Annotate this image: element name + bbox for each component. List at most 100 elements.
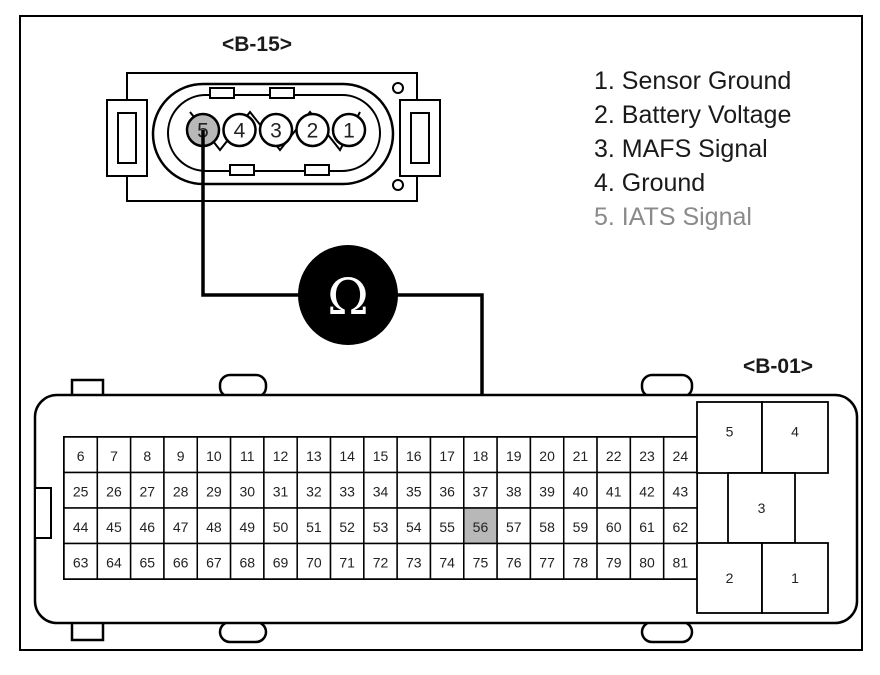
b01-pin-label: 18 — [473, 448, 489, 464]
legend-item: 2. Battery Voltage — [594, 101, 791, 129]
b01-pin-46 — [129, 507, 165, 545]
b01-pin-label: 33 — [339, 483, 355, 499]
b01-pin-label: 71 — [339, 554, 355, 570]
b01-pin-74 — [429, 542, 465, 580]
b01-pin-label: 7 — [110, 448, 118, 464]
b01-pin-62 — [662, 507, 698, 545]
b01-pin-label: 57 — [506, 519, 522, 535]
legend-item: 3. MAFS Signal — [594, 135, 768, 163]
b01-pin-label: 76 — [506, 554, 522, 570]
b01-pin-21 — [562, 436, 598, 474]
b01-pin-80 — [629, 542, 665, 580]
b01-pin-43 — [662, 471, 698, 509]
b01-power-pin-2 — [696, 542, 763, 614]
b01-pin-32 — [296, 471, 332, 509]
b01-pin-label: 55 — [439, 519, 455, 535]
b01-pin-label: 64 — [106, 554, 122, 570]
connector-b15-mount-right-slot — [410, 112, 430, 164]
b01-pin-label: 65 — [140, 554, 156, 570]
b01-pin-68 — [229, 542, 265, 580]
meter-wiring: Ω — [201, 130, 484, 525]
b01-pin-78 — [562, 542, 598, 580]
b15-pin-label: 3 — [270, 120, 282, 143]
b01-pin-55 — [429, 507, 465, 545]
b01-pin-label: 6 — [77, 448, 85, 464]
b01-pin-label: 13 — [306, 448, 322, 464]
b01-pin-label: 17 — [439, 448, 455, 464]
b01-pin-38 — [496, 471, 532, 509]
b01-pin-58 — [529, 507, 565, 545]
b01-pin-24 — [662, 436, 698, 474]
b01-pin-label: 68 — [239, 554, 255, 570]
b01-pin-59 — [562, 507, 598, 545]
b01-pin-label: 48 — [206, 519, 222, 535]
b01-power-pin-label: 4 — [791, 424, 799, 440]
b01-pin-label: 23 — [639, 448, 655, 464]
b15-pin-label: 4 — [234, 120, 246, 143]
b01-pin-label: 9 — [177, 448, 185, 464]
connector-b01-title: <B-01> — [743, 355, 813, 378]
b01-pin-label: 40 — [573, 483, 589, 499]
legend-item: 4. Ground — [594, 169, 705, 197]
b15-pin-2 — [295, 112, 330, 148]
legend-item: 1. Sensor Ground — [594, 67, 791, 95]
b01-pin-label: 30 — [239, 483, 255, 499]
b01-pin-label: 36 — [439, 483, 455, 499]
b01-pin-54 — [396, 507, 432, 545]
b01-pin-label: 8 — [143, 448, 151, 464]
b01-pin-19 — [496, 436, 532, 474]
b01-pin-label: 73 — [406, 554, 422, 570]
b01-pin-label: 56 — [473, 519, 489, 535]
connector-b01-tab-left-bottom — [70, 622, 105, 642]
b01-pin-label: 44 — [73, 519, 89, 535]
b01-pin-label: 58 — [539, 519, 555, 535]
b01-power-pin-label: 3 — [758, 500, 766, 516]
b15-pin-3 — [258, 112, 294, 148]
b01-pin-label: 11 — [240, 448, 255, 464]
b01-pin-label: 69 — [273, 554, 289, 570]
b01-pin-label: 38 — [506, 483, 522, 499]
b01-pin-label: 45 — [106, 519, 122, 535]
b01-pin-66 — [163, 542, 199, 580]
b01-pin-label: 12 — [273, 448, 289, 464]
connector-b01-tab-left-top — [70, 378, 105, 397]
b01-pin-label: 46 — [140, 519, 156, 535]
b01-pin-label: 35 — [406, 483, 422, 499]
b01-pin-12 — [263, 436, 298, 474]
b01-pin-label: 26 — [106, 483, 122, 499]
b01-pin-label: 43 — [673, 483, 689, 499]
b01-pin-81 — [662, 542, 698, 580]
b01-pin-70 — [296, 542, 332, 580]
b01-pin-61 — [629, 507, 665, 545]
connector-b15-screw-bottom — [392, 179, 404, 191]
b01-power-pin-label: 2 — [726, 570, 734, 586]
b01-pin-label: 61 — [639, 519, 655, 535]
b01-pin-45 — [96, 507, 132, 545]
b01-pin-label: 63 — [73, 554, 89, 570]
connector-b15-zigzag — [189, 110, 361, 152]
b01-pin-label: 81 — [673, 554, 689, 570]
b01-pin-label: 80 — [639, 554, 655, 570]
b01-power-pin-4 — [761, 401, 829, 474]
connector-b15-mount-left-slot — [117, 112, 137, 164]
connector-b01-clip-top-2 — [640, 373, 694, 399]
b01-pin-label: 78 — [573, 554, 589, 570]
b01-pin-77 — [529, 542, 565, 580]
b01-power-pin-label: 5 — [726, 424, 734, 440]
b01-pin-64 — [96, 542, 132, 580]
b01-pin-label: 19 — [506, 448, 522, 464]
b01-pin-75 — [463, 542, 498, 580]
b01-pin-label: 52 — [339, 519, 355, 535]
b01-pin-73 — [396, 542, 432, 580]
b01-pin-47 — [163, 507, 199, 545]
b01-pin-label: 16 — [406, 448, 422, 464]
b01-pin-6 — [63, 436, 99, 474]
b01-pin-44 — [63, 507, 99, 545]
b01-pin-79 — [596, 542, 632, 580]
b01-pin-label: 79 — [606, 554, 622, 570]
b01-pin-13 — [296, 436, 332, 474]
connector-b01-side-latch — [34, 487, 52, 539]
